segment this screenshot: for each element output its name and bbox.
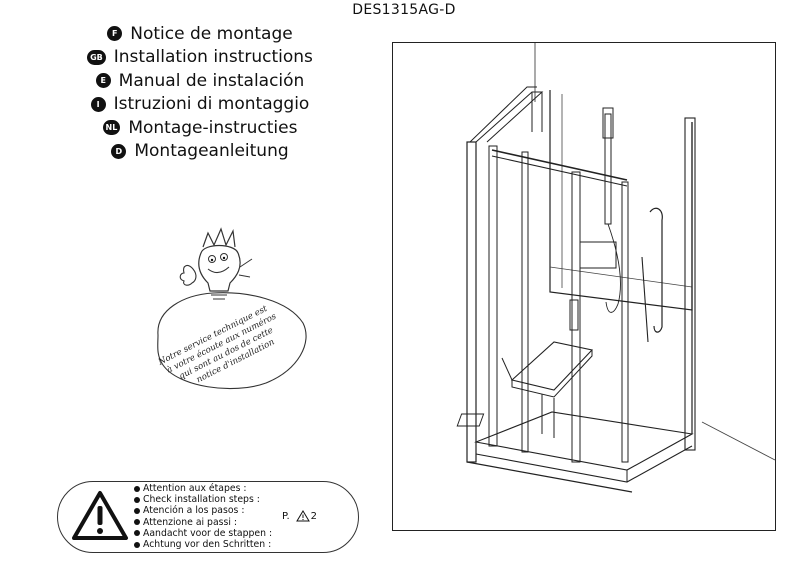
installation-warning-box: Attention aux étapes : Check installatio… — [57, 481, 359, 553]
bullet-icon — [134, 530, 140, 537]
language-title-fr: F Notice de montage — [40, 22, 360, 46]
language-title-text-fr: Notice de montage — [130, 23, 293, 44]
language-badge-fr: F — [107, 26, 123, 42]
language-badge-de: D — [111, 143, 127, 159]
language-title-text-nl: Montage-instructies — [128, 117, 298, 138]
language-title-nl: NL Montage-instructies — [40, 116, 360, 140]
grab-bar — [649, 207, 663, 333]
language-badge-gb: GB — [87, 49, 106, 65]
document-reference: DES1315AG-D — [352, 2, 456, 18]
language-title-gb: GB Installation instructions — [40, 46, 360, 70]
language-title-list: F Notice de montage GB Installation instru… — [40, 22, 360, 163]
crown-icon — [202, 227, 236, 248]
language-title-text-de: Montageanleitung — [134, 141, 289, 162]
language-title-text-es: Manual de instalación — [118, 70, 305, 91]
language-title-text-it: Istruzioni di montaggio — [113, 94, 310, 115]
thumbs-up-icon — [179, 264, 197, 286]
bullet-icon — [134, 485, 140, 492]
warning-steps-list: Attention aux étapes : Check installatio… — [134, 483, 284, 550]
warning-triangle-icon — [72, 491, 128, 540]
warning-box-outline — [57, 481, 359, 553]
lightbulb-icon — [198, 244, 241, 292]
language-badge-nl: NL — [102, 120, 121, 136]
language-title-it: I Istruzioni di montaggio — [40, 93, 360, 117]
drawing-frame — [392, 42, 776, 531]
page-prefix: P. — [282, 510, 290, 522]
page-reference: P. 2 — [282, 510, 317, 522]
bullet-icon — [134, 519, 140, 526]
warning-step-gb: Check installation steps : — [134, 494, 284, 505]
warning-step-es: Atención a los pasos : — [134, 505, 284, 516]
warning-step-fr: Attention aux étapes : — [134, 483, 284, 494]
warning-step-de: Achtung vor den Schritten : — [134, 539, 284, 550]
language-badge-es: E — [95, 73, 111, 89]
drain-grate — [456, 413, 485, 427]
language-title-de: D Montageanleitung — [40, 140, 360, 164]
small-warning-icon — [295, 510, 310, 522]
shower-column — [604, 113, 612, 225]
control-panel — [579, 241, 617, 269]
language-badge-it: I — [90, 96, 106, 112]
warning-step-nl: Aandacht voor de stappen : — [134, 528, 284, 539]
language-title-es: E Manual de instalación — [40, 69, 360, 93]
bullet-icon — [134, 541, 140, 548]
bullet-icon — [134, 496, 140, 503]
language-title-text-gb: Installation instructions — [113, 47, 313, 68]
page-number: 2 — [310, 510, 318, 522]
bullet-icon — [134, 507, 140, 514]
service-mascot-illustration: Notre service technique est à votre écou… — [156, 227, 307, 390]
speech-bubble — [157, 292, 307, 390]
shower-cabin-illustration — [392, 42, 776, 531]
warning-step-it: Attenzione ai passi : — [134, 517, 284, 528]
